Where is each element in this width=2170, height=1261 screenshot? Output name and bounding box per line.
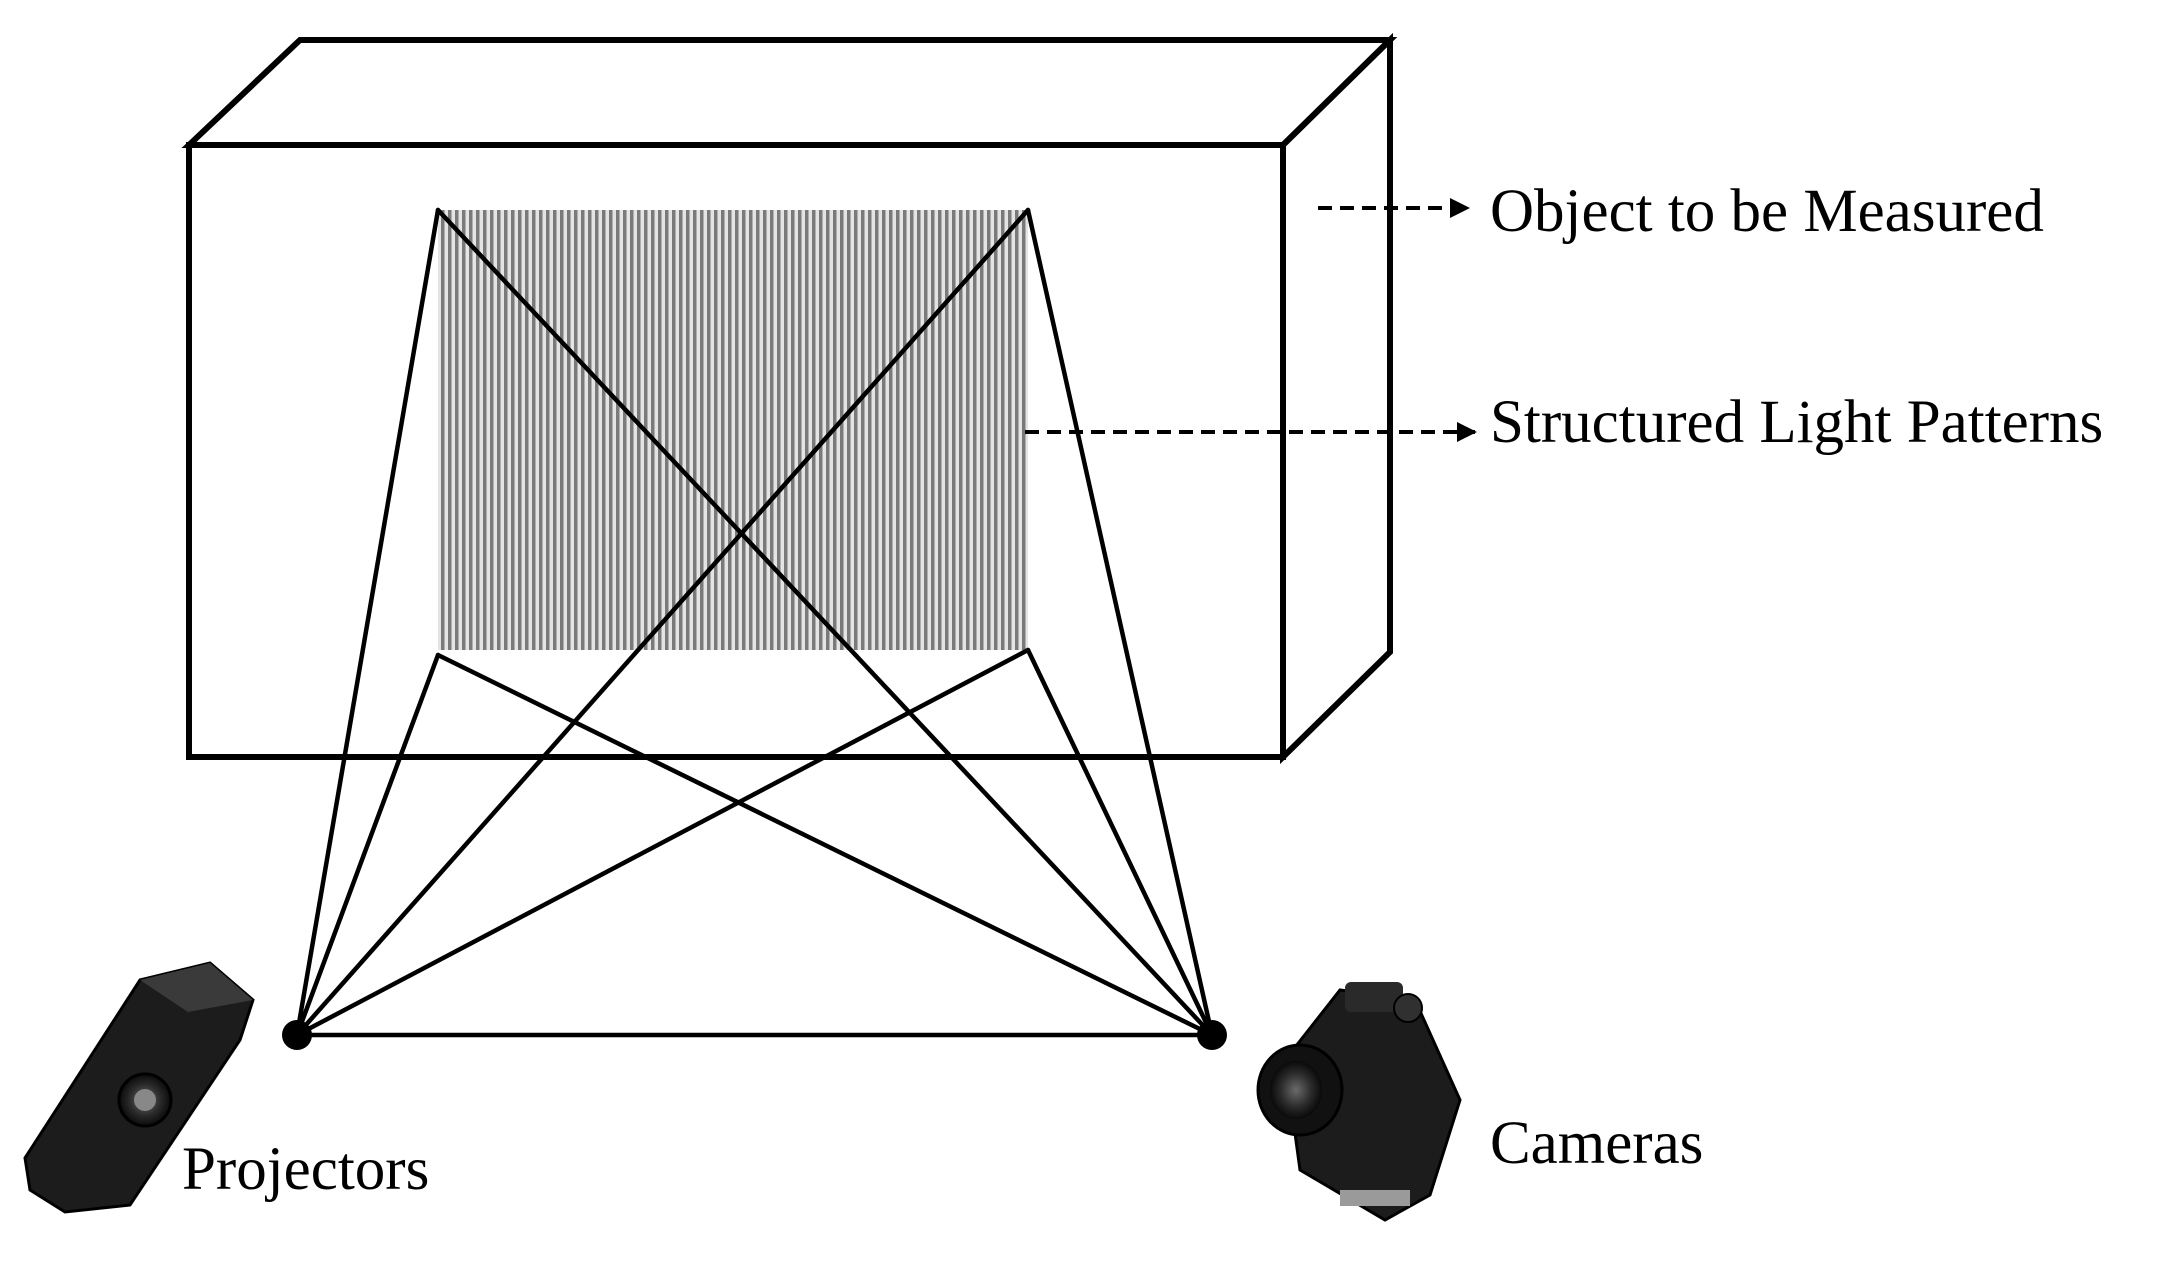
projector-device-icon — [23, 961, 255, 1214]
camera-center-dot — [1197, 1020, 1227, 1050]
camera-ray-top-right — [1025, 207, 1215, 1038]
projector-ray-top-left — [294, 207, 441, 1038]
camera-top-housing — [1345, 982, 1403, 1012]
camera-ray-top-left — [435, 207, 1215, 1038]
projectors-label: Projectors — [182, 1136, 429, 1203]
projector-ray-bottom-left — [294, 652, 441, 1038]
pattern-label: Structured Light Patterns — [1490, 389, 2103, 456]
projection-lines — [294, 207, 1215, 1038]
camera-lens — [1270, 1061, 1322, 1119]
camera-ray-bottom-right — [1025, 647, 1215, 1038]
projector-top-face — [140, 963, 253, 1012]
camera-device-icon — [1256, 982, 1462, 1222]
projector-ray-bottom-right — [294, 647, 1031, 1038]
leader-arrows — [1025, 198, 1477, 442]
object-box-side — [1280, 32, 1393, 765]
camera-ray-bottom-left — [435, 652, 1215, 1038]
cameras-label: Cameras — [1490, 1110, 1703, 1177]
structured-light-pattern — [438, 210, 1028, 650]
projector-lens-inner — [134, 1089, 156, 1111]
projector-ray-top-right — [294, 207, 1031, 1038]
camera-bottom-plate — [1340, 1190, 1410, 1206]
camera-dial — [1393, 993, 1423, 1023]
object-box-top — [181, 37, 1398, 148]
object-label: Object to be Measured — [1490, 178, 2044, 245]
projector-center-dot — [282, 1020, 312, 1050]
object-box — [181, 32, 1398, 765]
